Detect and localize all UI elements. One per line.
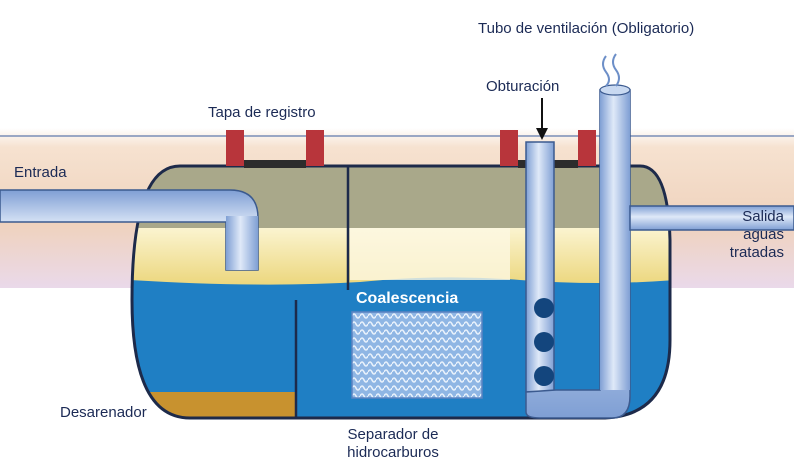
label-access-cover: Tapa de registro [208, 104, 316, 121]
label-sand-trap: Desarenador [60, 404, 147, 421]
steam-icon [602, 55, 610, 87]
outlet-pipe [629, 205, 794, 231]
vent-tube [600, 90, 630, 390]
coalescence-filter [351, 311, 483, 399]
float-ball-2 [534, 332, 554, 352]
label-vent-tube: Tubo de ventilación (Obligatorio) [478, 20, 695, 37]
float-ball-1 [534, 298, 554, 318]
label-obturation: Obturación [486, 78, 560, 95]
label-separator-line1: Separador de [347, 426, 439, 443]
label-coalescence: Coalescencia [356, 290, 459, 307]
label-outlet: Salida aguas tratadas [704, 208, 784, 262]
label-separator: Separador de hidrocarburos [318, 426, 468, 462]
access-cover-left [226, 130, 324, 168]
obturation-column [525, 141, 555, 393]
label-outlet-line2: aguas [743, 226, 784, 243]
label-separator-line2: hidrocarburos [347, 444, 439, 461]
label-inlet: Entrada [14, 164, 67, 181]
float-ball-3 [534, 366, 554, 386]
label-outlet-line3: tratadas [729, 244, 784, 261]
arrow-head-icon [536, 128, 548, 140]
vent-tube-mouth [599, 84, 631, 96]
label-outlet-line1: Salida [742, 208, 784, 225]
oil-highlight [350, 228, 510, 280]
sediment-zone [132, 392, 296, 418]
inlet-pipe-drop [226, 216, 258, 270]
steam-icon [612, 53, 620, 87]
